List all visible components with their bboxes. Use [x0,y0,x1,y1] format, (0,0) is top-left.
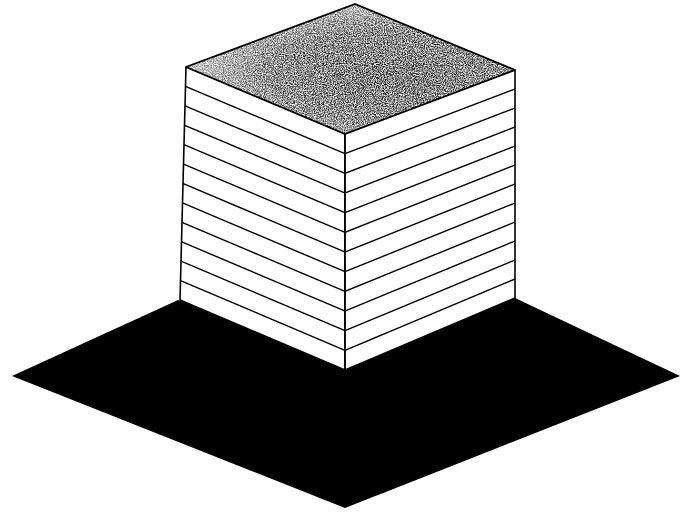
stack-cube [180,4,515,370]
